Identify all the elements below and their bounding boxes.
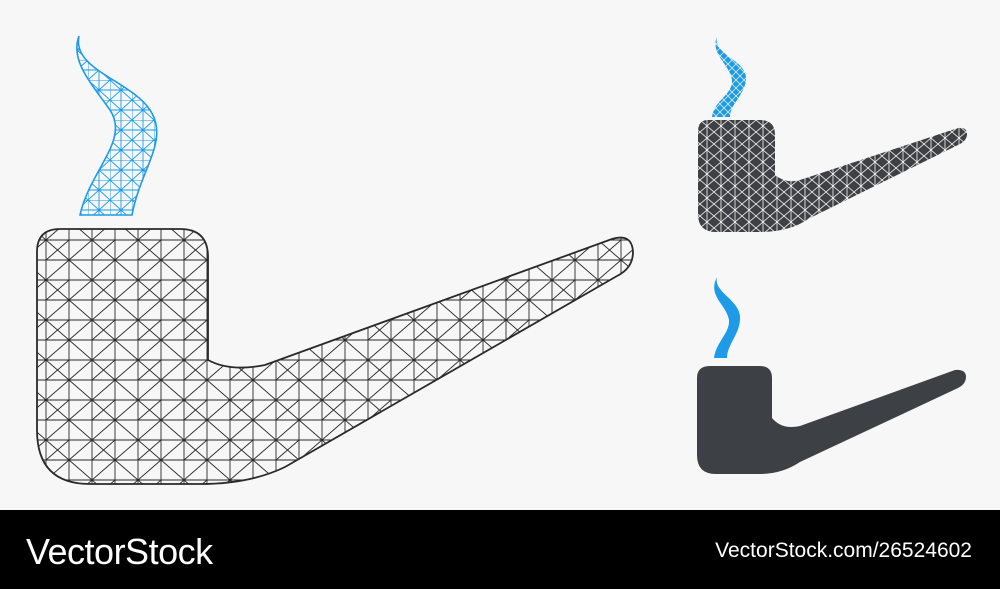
image-id-link[interactable]: VectorStock.com/26524602 <box>715 539 972 562</box>
mosaic-pipe-icon <box>698 36 967 232</box>
flat-pipe-icon <box>697 277 966 474</box>
mesh-pipe-icon <box>36 35 634 485</box>
footer-bar: VectorStock VectorStock.com/26524602 <box>0 510 1000 589</box>
mosaic-pipe-body-icon <box>698 120 967 232</box>
flat-pipe-body-icon <box>697 366 966 474</box>
vectorstock-logo[interactable]: VectorStock <box>26 531 213 572</box>
icon-canvas <box>36 35 967 485</box>
flat-smoke-icon <box>714 277 741 358</box>
mesh-pipe-body-icon <box>36 228 634 485</box>
mesh-smoke-icon <box>76 35 158 216</box>
mosaic-smoke-icon <box>712 36 747 117</box>
